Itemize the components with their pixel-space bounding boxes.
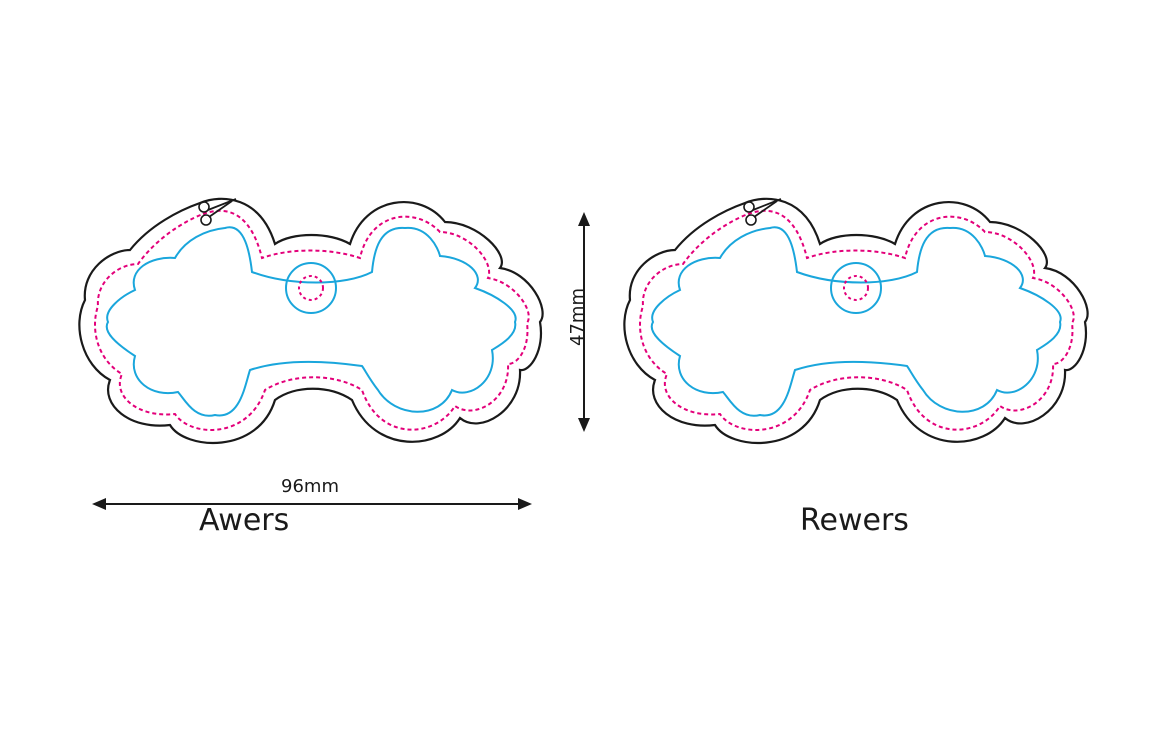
scissors-icon [743,198,782,226]
height-dimension-arrow [578,212,590,432]
scissors-icon [198,198,237,226]
back-safe-line [650,226,1062,417]
front-hole-outer [285,262,337,314]
back-view-label: Rewers [800,503,909,538]
back-bleed-line [639,209,1075,431]
back-hole-inner [843,275,869,301]
front-cut-outline [78,197,544,445]
back-hole-outer [830,262,882,314]
front-hole-inner [298,275,324,301]
height-label: 47mm [567,288,588,346]
front-view-label: Awers [199,503,290,538]
back-cut-outline [623,197,1089,445]
back-shape [623,197,1089,445]
front-safe-line [105,226,517,417]
front-shape [78,197,544,445]
width-dimension-arrow [92,498,532,510]
width-label: 96mm [281,476,339,497]
front-bleed-line [94,209,530,431]
